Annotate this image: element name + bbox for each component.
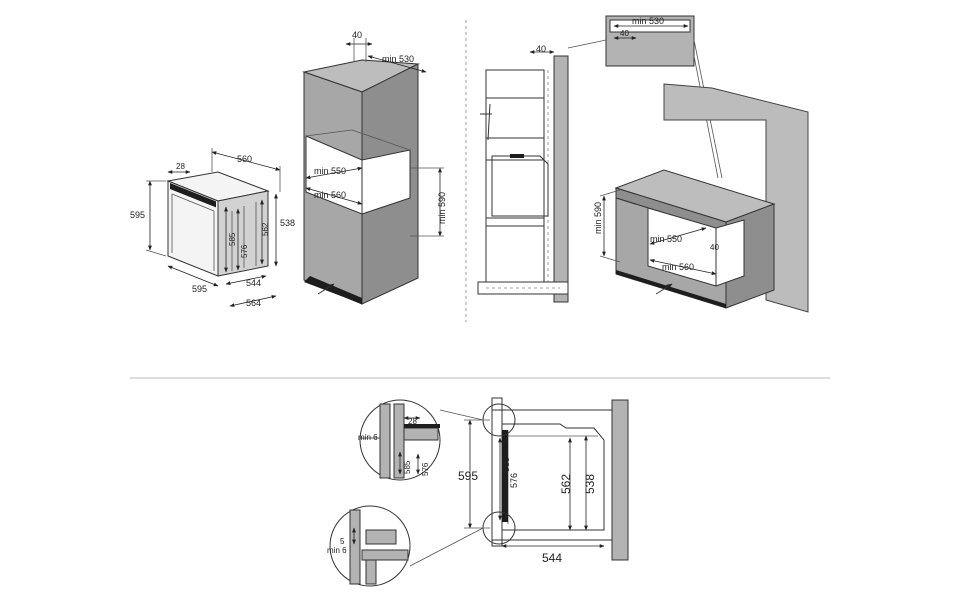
section-wall	[553, 55, 569, 303]
dim-oven-538: 538	[280, 218, 295, 228]
dim-column-width-560: min 560	[314, 190, 346, 200]
dim-counter-depth-530: min 530	[632, 16, 664, 26]
dim-column-depth-530: min 530	[382, 54, 414, 64]
dim-oven-depth-560: 560	[237, 154, 252, 164]
dim-detail-576: 576	[421, 462, 430, 476]
dim-oven-585: 585	[228, 232, 237, 246]
dim-counter-depth-40: 40	[710, 243, 719, 252]
column-base	[304, 276, 362, 304]
dim-oven-576: 576	[240, 244, 249, 258]
dim-detail-bottom-min6: min 6	[327, 546, 347, 555]
dim-oven-height-595: 595	[130, 210, 145, 220]
dim-detail-585: 585	[403, 460, 412, 474]
dim-counter-width-550: min 550	[650, 234, 682, 244]
dim-section-gap-40: 40	[536, 44, 546, 54]
dim-bottom-height-595: 595	[458, 469, 478, 483]
oven-dimensions-view: 560 28 595 585 576 562 538 595 544 564	[130, 148, 295, 308]
column-section-view: 40	[477, 44, 569, 303]
undercounter-view: min 530 40 min 590 min 550 40 min 560	[567, 15, 809, 313]
bottom-wall	[611, 399, 629, 561]
dim-detail-5: 5	[340, 537, 345, 546]
dim-bottom-538: 538	[583, 474, 597, 494]
oven-side	[217, 190, 269, 277]
dim-bottom-width-544: 544	[542, 551, 562, 565]
detail-top: 28 min 6 585 576	[358, 399, 441, 481]
detail-bottom: 5 min 6	[327, 505, 411, 587]
dim-bottom-576: 576	[509, 473, 519, 488]
dim-counter-gap-40: 40	[620, 29, 629, 38]
dim-oven-564: 564	[246, 298, 261, 308]
column-cabinet-view: 40 min 530 min 550 min 560 min 590	[302, 30, 447, 305]
dim-oven-544: 544	[246, 278, 261, 288]
dim-oven-offset-28: 28	[176, 162, 185, 171]
oven-control-strip	[170, 182, 216, 208]
dim-bottom-562: 562	[559, 474, 573, 494]
dim-counter-width-560: min 560	[662, 262, 694, 272]
dim-column-width-550: min 550	[314, 166, 346, 176]
dim-oven-562: 562	[261, 222, 270, 236]
bottom-section-view: 595 585 576 562 538 544 28 min 6 585	[327, 397, 629, 587]
dim-column-height-590: min 590	[437, 192, 447, 224]
dim-counter-height-590: min 590	[593, 202, 603, 234]
dim-oven-width-595: 595	[192, 284, 207, 294]
dim-detail-min6: min 6	[358, 433, 378, 442]
dim-detail-28: 28	[408, 417, 417, 426]
dim-column-gap-40: 40	[352, 30, 362, 40]
